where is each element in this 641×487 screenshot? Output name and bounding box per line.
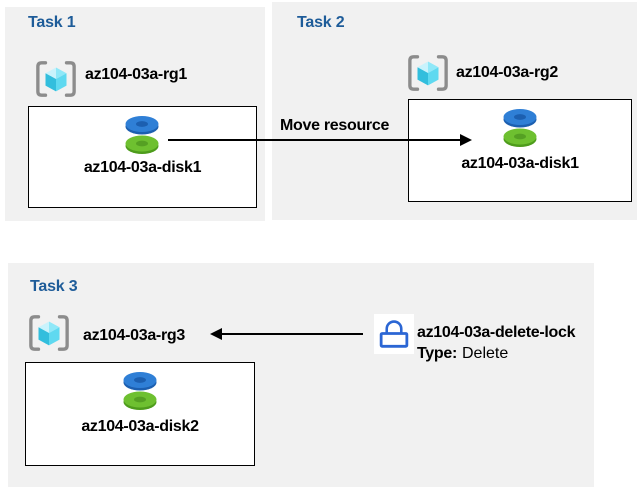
lock-icon [374,314,414,354]
resource-group-name: az104-03a-rg3 [83,327,185,344]
lock-type-value: Delete [462,345,509,362]
delete-lock-arrowhead-icon [210,328,222,340]
disk-icon [118,111,166,157]
move-resource-arrowhead-icon [460,134,472,146]
move-resource-label: Move resource [280,117,390,134]
task2-title: Task 2 [297,14,345,31]
lock-name: az104-03a-delete-lock [417,324,576,341]
disk-icon [116,367,164,413]
delete-lock-arrow-line [222,333,363,335]
resource-group-name: az104-03a-rg2 [456,64,558,81]
task3-title: Task 3 [30,278,78,295]
disk-name: az104-03a-disk1 [461,155,579,172]
lock-type-line: Type: Delete [417,344,508,364]
resource-group-icon [28,313,70,353]
disk-name: az104-03a-disk1 [83,159,202,176]
resource-group-icon [35,59,77,99]
resource-group-name: az104-03a-rg1 [85,66,187,83]
disk-name: az104-03a-disk2 [81,418,199,435]
move-resource-arrow-line [168,139,462,141]
disk-icon [496,104,544,150]
resource-group-icon [407,53,449,93]
task1-title: Task 1 [28,14,76,31]
lock-type-label: Type: [417,345,457,362]
